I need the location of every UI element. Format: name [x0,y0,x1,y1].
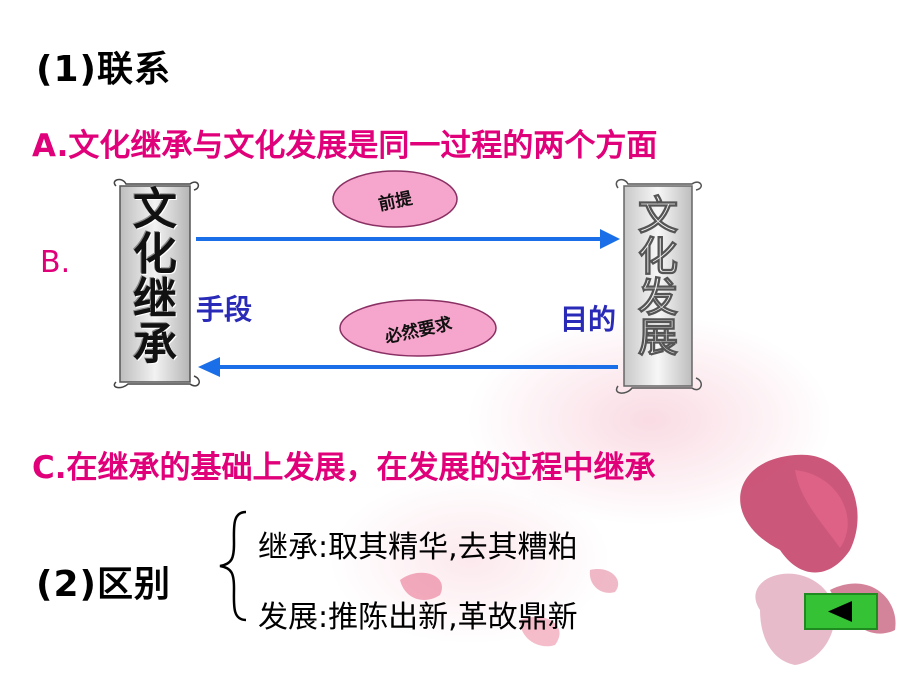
oval-requirement: 必然要求 [336,296,500,360]
scroll-char: 化 [133,228,177,280]
scroll-development: 文 化 发 展 [610,176,706,396]
back-button[interactable] [804,593,878,630]
heading-connection: (1)联系 [36,49,171,90]
petals-decoration [400,569,619,647]
line-c: C.在继承的基础上发展，在发展的过程中继承 [32,450,656,486]
curly-brace-icon [219,510,247,622]
label-b: B. [40,245,71,280]
scroll-char: 继 [133,273,177,325]
oval-premise: 前提 [330,168,460,230]
heading-difference: (2)区别 [36,564,171,605]
label-goal: 目的 [560,303,617,336]
arrow-right-head [600,229,620,249]
scroll-char: 文 [638,193,679,239]
scroll-frame [615,178,702,394]
scroll-frame [113,178,200,389]
line-a: A.文化继承与文化发展是同一过程的两个方面 [32,128,658,164]
scroll-char: 化 [638,233,679,280]
scroll-char: 展 [638,315,679,362]
triangle-left-icon [828,601,852,622]
difference-inheritance: 继承:取其精华,去其糟粕 [258,530,578,565]
diagram-arrows [196,229,620,377]
arrow-left-head [198,357,220,377]
scroll-char: 文 [133,184,177,235]
rose-petal-decoration [740,454,896,665]
label-means: 手段 [196,293,253,326]
scroll-char: 发 [638,274,679,321]
oval-shape [339,299,497,357]
oval-shape [332,170,458,228]
scroll-inheritance: 文 化 继 承 [106,176,206,390]
scroll-char: 承 [133,318,177,370]
difference-development: 发展:推陈出新,革故鼎新 [258,600,578,635]
